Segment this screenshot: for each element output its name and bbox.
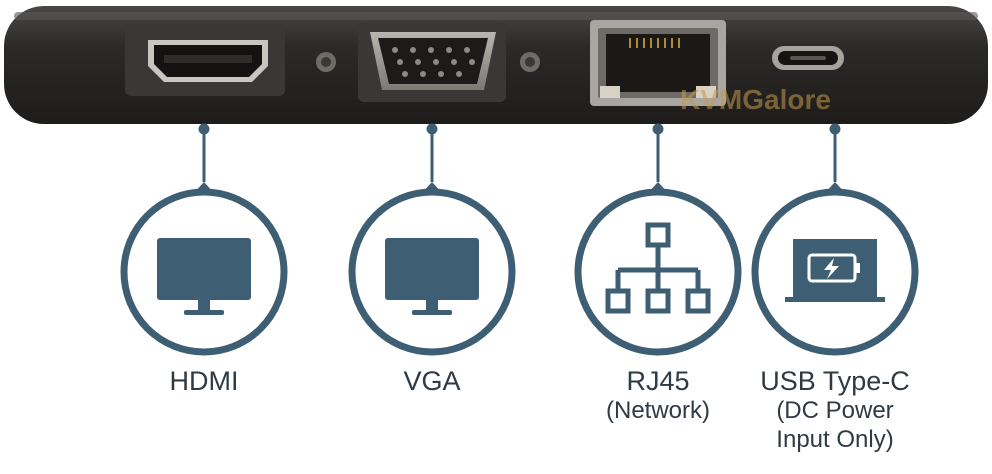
port-label-usbc: USB Type-C (DC Power Input Only): [760, 366, 910, 454]
device-highlight: [14, 12, 978, 20]
port-name: HDMI: [169, 366, 239, 396]
network-icon: [605, 222, 711, 314]
watermark-text: KVMGalore: [680, 84, 831, 115]
rj45-port: [590, 20, 726, 106]
port-label-vga: VGA: [403, 366, 460, 396]
port-name: RJ45: [626, 366, 690, 396]
usb-c-port: [772, 46, 844, 70]
port-description: (Network): [605, 397, 711, 424]
port-label-rj45: RJ45 (Network): [606, 366, 710, 425]
port-description: Input Only): [776, 426, 894, 453]
monitor-icon: [157, 238, 251, 315]
port-label-hdmi: HDMI: [170, 366, 239, 396]
port-name: VGA: [403, 366, 461, 396]
port-name: USB Type-C: [760, 366, 910, 396]
hdmi-port: [125, 24, 285, 96]
monitor-icon: [385, 238, 479, 315]
vga-port: [358, 22, 506, 102]
adapter-device: [4, 6, 988, 124]
port-description: (DC Power: [776, 397, 894, 424]
laptop-battery-icon: [785, 239, 885, 302]
